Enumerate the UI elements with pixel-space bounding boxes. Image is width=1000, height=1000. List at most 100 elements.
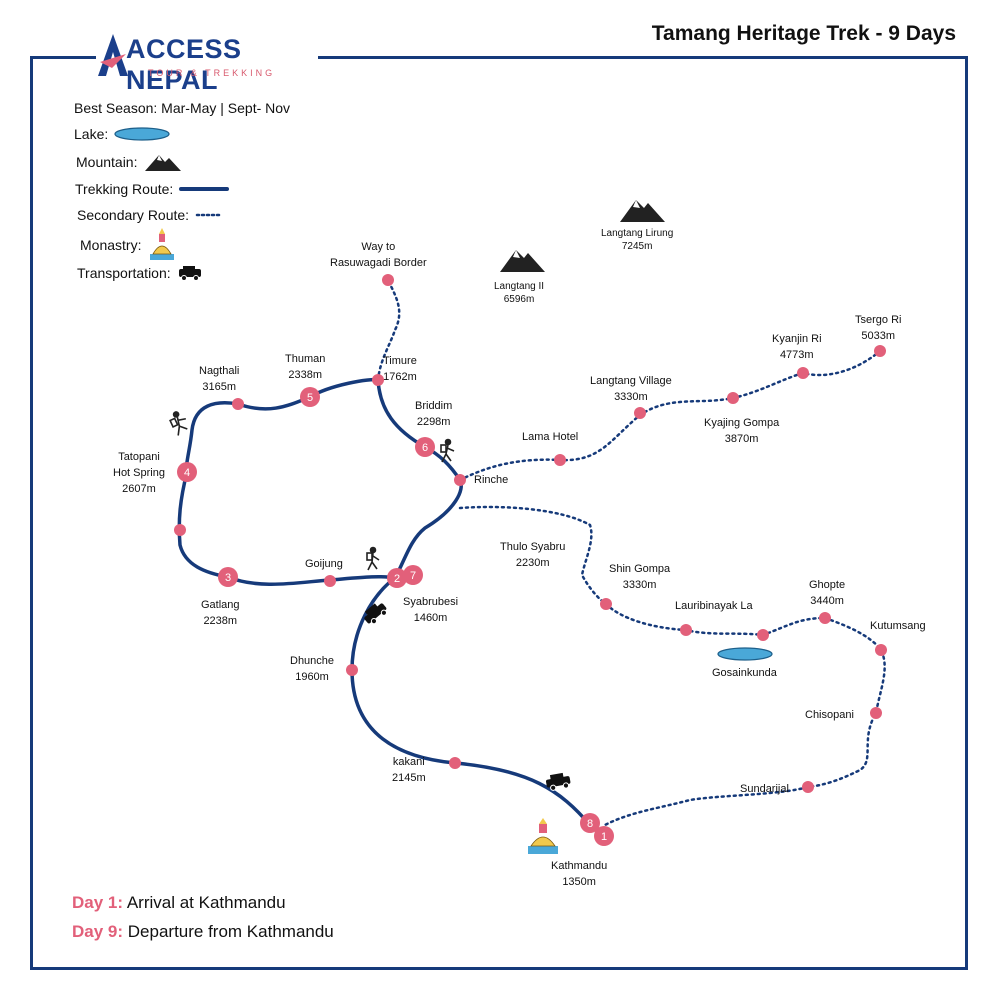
stop-kyajing-gompa (727, 392, 739, 404)
day-marker-5: 5 (300, 387, 320, 407)
stop-nagthali (232, 398, 244, 410)
svg-text:3: 3 (225, 572, 231, 584)
stop-lama-hotel (554, 454, 566, 466)
day-note-1: Day 1: Arrival at Kathmandu (72, 893, 286, 913)
label-kutumsang: Kutumsang (870, 620, 926, 632)
day-marker-6: 6 (415, 437, 435, 457)
langtang-ii-mountain-icon (500, 250, 545, 272)
legend-secondary-route: Secondary Route: (77, 207, 223, 223)
day-marker-1: 1 (594, 826, 614, 846)
day-note-9: Day 9: Departure from Kathmandu (72, 922, 334, 942)
day-markers: 1 8 2 7 3 4 5 6 (177, 387, 614, 846)
stop-timure (372, 374, 384, 386)
stop-kyanjin-ri (797, 367, 809, 379)
trekking-route (177, 377, 592, 827)
svg-text:1: 1 (601, 831, 607, 843)
logo: ACCESS NEPAL TOUR & TREKKING (96, 32, 318, 95)
legend-trekking-route-label: Trekking Route: (75, 181, 174, 197)
logo-tagline: TOUR & TREKKING (148, 68, 276, 78)
map-frame (30, 56, 968, 970)
jeep-icon (178, 266, 201, 281)
legend-lake: Lake: (74, 126, 170, 142)
day-note-text: Departure from Kathmandu (127, 922, 334, 941)
day-note-key: Day 1: (72, 893, 124, 912)
day-marker-3: 3 (218, 567, 238, 587)
stop-between-tatopani-gatlang (174, 524, 186, 536)
legend-lake-label: Lake: (74, 126, 109, 142)
page-title: Tamang Heritage Trek - 9 Days (647, 22, 960, 46)
day-marker-8: 8 (580, 813, 600, 833)
logo-name: ACCESS NEPAL (126, 34, 242, 95)
legend-monastery-label: Monastry: (80, 237, 142, 253)
monastery-icon (150, 228, 175, 260)
label-lauribinayak: Lauribinayak La (675, 600, 753, 612)
monastery-icon (528, 818, 558, 854)
route-stops (174, 274, 887, 793)
day-note-text: Arrival at Kathmandu (126, 893, 286, 912)
stop-goijung (324, 575, 336, 587)
mountain-icon (145, 155, 182, 171)
stop-langtang-village (634, 407, 646, 419)
gosainkunda-lake-icon (717, 647, 773, 661)
day-marker-4: 4 (177, 462, 197, 482)
stop-dhunche (346, 664, 358, 676)
label-sundarijal: Sundarijal (740, 783, 789, 795)
legend-transportation: Transportation: (77, 265, 203, 281)
logo-a-icon (98, 34, 128, 76)
legend-secondary-route-label: Secondary Route: (77, 207, 190, 223)
svg-text:2: 2 (394, 573, 400, 585)
stop-chisopani (870, 707, 882, 719)
stop-sundarijal (802, 781, 814, 793)
day-marker-2: 2 (387, 568, 407, 588)
day-note-key: Day 9: (72, 922, 124, 941)
legend-transportation-label: Transportation: (77, 265, 171, 281)
trekking-route-line-icon (179, 187, 230, 191)
lake-icon (114, 127, 170, 141)
best-season: Best Season: Mar-May | Sept- Nov (74, 100, 291, 116)
label-chisopani: Chisopani (805, 709, 854, 721)
jeep-icon (364, 603, 388, 625)
langtang-lirung-mountain-icon (620, 200, 665, 222)
stop-kutumsang (875, 644, 887, 656)
legend-mountain: Mountain: (76, 151, 183, 173)
svg-text:7: 7 (410, 570, 416, 582)
svg-text:5: 5 (307, 392, 313, 404)
day-marker-7: 7 (403, 565, 423, 585)
svg-text:4: 4 (184, 467, 190, 479)
stop-shin-gompa (600, 598, 612, 610)
label-rinche: Rinche (474, 474, 509, 486)
secondary-route-line-icon (195, 213, 223, 217)
hiker-icon (169, 411, 455, 571)
label-gosainkunda: Gosainkunda (712, 667, 777, 679)
label-lama-hotel: Lama Hotel (522, 431, 579, 443)
stop-rinche (454, 474, 466, 486)
svg-text:8: 8 (587, 818, 593, 830)
stop-gosainkunda (757, 629, 769, 641)
legend-mountain-label: Mountain: (76, 154, 138, 170)
stop-kakani (449, 757, 461, 769)
svg-text:6: 6 (422, 442, 428, 454)
legend-monastery: Monastry: (80, 228, 177, 262)
stop-lauribinayak (680, 624, 692, 636)
stop-rasuwagadi (382, 274, 394, 286)
